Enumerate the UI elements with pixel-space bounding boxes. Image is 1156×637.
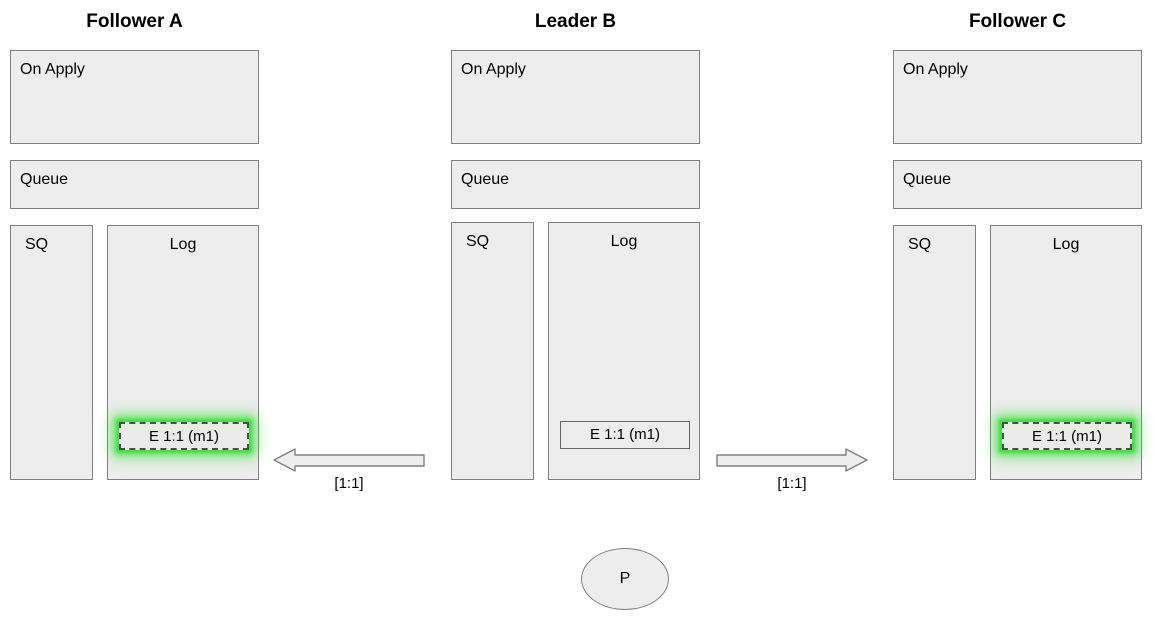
follower-c-sq-label: SQ xyxy=(908,236,932,253)
leader-b-log-box[interactable]: Log E 1:1 (m1) xyxy=(548,222,700,480)
leader-b-on-apply-box[interactable]: On Apply xyxy=(451,50,700,144)
leader-b-on-apply-label: On Apply xyxy=(461,61,526,78)
client-node-label: P xyxy=(619,570,631,587)
follower-c-sq-box[interactable]: SQ xyxy=(893,225,976,480)
arrow-left-label: [1:1] xyxy=(334,475,364,492)
follower-a-on-apply-box[interactable]: On Apply xyxy=(10,50,259,144)
follower-a-log-label: Log xyxy=(169,236,197,253)
arrow-right-icon xyxy=(716,448,868,472)
follower-a-on-apply-label: On Apply xyxy=(20,61,85,78)
leader-b-log-entry[interactable]: E 1:1 (m1) xyxy=(560,421,690,449)
leader-b-sq-box[interactable]: SQ xyxy=(451,222,534,480)
arrow-right-label: [1:1] xyxy=(777,475,807,492)
follower-a-queue-box[interactable]: Queue xyxy=(10,160,259,209)
arrow-left-icon xyxy=(273,448,425,472)
follower-a-log-box[interactable]: Log E 1:1 (m1) xyxy=(107,225,259,480)
follower-c-log-entry[interactable]: E 1:1 (m1) xyxy=(1002,422,1132,450)
follower-c-queue-box[interactable]: Queue xyxy=(893,160,1142,209)
follower-a-sq-label: SQ xyxy=(25,236,49,253)
leader-b-sq-label: SQ xyxy=(466,233,490,250)
column-title-follower-a: Follower A xyxy=(86,11,183,32)
arrow-leader-b-to-follower-a[interactable]: [1:1] xyxy=(273,447,425,492)
column-title-leader-b: Leader B xyxy=(534,11,617,32)
follower-c-on-apply-box[interactable]: On Apply xyxy=(893,50,1142,144)
leader-b-log-label: Log xyxy=(610,233,638,250)
follower-c-on-apply-label: On Apply xyxy=(903,61,968,78)
follower-a-log-entry[interactable]: E 1:1 (m1) xyxy=(119,422,249,450)
follower-a-queue-label: Queue xyxy=(20,171,69,188)
column-title-follower-c: Follower C xyxy=(968,11,1067,32)
leader-b-queue-label: Queue xyxy=(461,171,510,188)
arrow-leader-b-to-follower-c[interactable]: [1:1] xyxy=(716,447,868,492)
leader-b-queue-box[interactable]: Queue xyxy=(451,160,700,209)
follower-c-log-box[interactable]: Log E 1:1 (m1) xyxy=(990,225,1142,480)
follower-a-sq-box[interactable]: SQ xyxy=(10,225,93,480)
follower-c-log-label: Log xyxy=(1052,236,1080,253)
client-node-p[interactable]: P xyxy=(581,548,669,610)
follower-c-queue-label: Queue xyxy=(903,171,952,188)
